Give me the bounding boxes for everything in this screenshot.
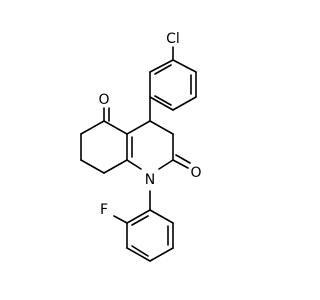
double-bond-inner — [154, 95, 172, 106]
bond — [158, 159, 174, 170]
bond — [126, 209, 151, 224]
cyclohexenone-ring — [80, 120, 128, 174]
bond — [172, 159, 189, 169]
double-bond-inner — [131, 215, 149, 226]
chlorophenyl-ring — [149, 59, 197, 111]
double-bond-inner — [154, 64, 172, 75]
bond — [172, 96, 197, 111]
bond — [103, 120, 128, 135]
bond — [149, 120, 174, 135]
fluorophenyl-ring — [126, 209, 174, 262]
bond — [126, 247, 151, 262]
chlorine-atom-label: Cl — [166, 31, 180, 47]
bond — [149, 59, 174, 73]
bond — [172, 59, 197, 73]
bond — [149, 96, 174, 111]
bond — [80, 120, 105, 135]
bond — [126, 120, 151, 135]
molecule-structure: Cl O O N F — [80, 31, 202, 262]
bond — [149, 247, 174, 262]
ketone-oxygen-label: O — [98, 92, 109, 108]
double-bond-inner — [131, 245, 149, 257]
fluorine-atom-label: F — [100, 202, 108, 218]
structure-canvas: Cl O O N F — [80, 31, 202, 262]
bond — [126, 159, 142, 170]
pyridinone-ring — [126, 120, 174, 170]
bond — [103, 159, 128, 174]
bond — [113, 215, 128, 224]
double-bond — [175, 154, 191, 164]
bond — [80, 159, 105, 174]
bond — [149, 209, 174, 224]
lactam-oxygen-label: O — [190, 165, 201, 181]
nitrogen-atom-label: N — [145, 172, 155, 188]
